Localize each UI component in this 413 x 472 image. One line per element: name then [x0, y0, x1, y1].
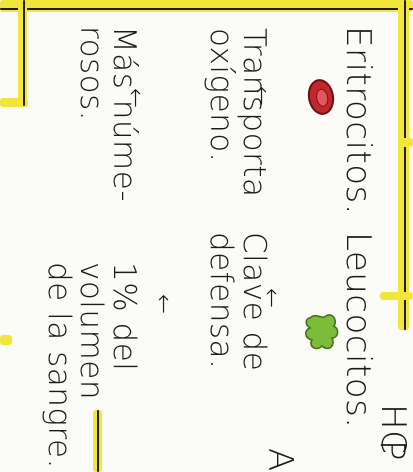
- erythrocyte-icon: [305, 77, 337, 117]
- frame-line-mid: [380, 292, 413, 300]
- erythrocytes-function: Transporta oxígeno.: [205, 28, 270, 197]
- leukocytes-volume: 1% del volumen de la sangre.: [42, 262, 140, 469]
- leukocyte-icon: [302, 312, 342, 354]
- edge-fragment-bottom-right: A: [260, 448, 300, 472]
- leukocytes-volume-line-2: volumen: [75, 262, 108, 469]
- frame-line-right-stub: [398, 138, 413, 147]
- leukocytes-heading: Leucocitos.: [338, 232, 378, 429]
- leukocytes-function: Clave de defensa.: [205, 232, 270, 371]
- leukocytes-volume-line-3: de la sangre.: [42, 262, 75, 469]
- erythrocytes-function-line-1: Transporta: [237, 28, 270, 197]
- leukocytes-heading-text: Leucocitos.: [338, 232, 378, 429]
- arrow-icon: ←: [150, 294, 178, 315]
- erythrocytes-heading-text: Eritrocitos.: [338, 26, 378, 215]
- leukocytes-function-line-1: Clave de: [237, 232, 270, 371]
- erythrocytes-function-line-2: oxígeno.: [205, 28, 238, 197]
- frame-ink-left-vertical: [23, 0, 25, 106]
- frame-line-left-lower: [0, 335, 12, 345]
- erythrocytes-count-line-1: Más núme-: [107, 26, 140, 202]
- leukocytes-volume-line-1: 1% del: [107, 262, 140, 469]
- frame-ink-top: [0, 8, 413, 10]
- frame-line-top: [0, 0, 413, 12]
- edge-fragment-mid-right: P: [372, 440, 412, 461]
- erythrocytes-heading: Eritrocitos.: [338, 26, 378, 215]
- frame-ink-right-vertical: [404, 0, 406, 330]
- leukocytes-function-line-2: defensa.: [205, 232, 238, 371]
- erythrocytes-count-line-2: rosos.: [75, 26, 108, 202]
- erythrocytes-count: Más núme- rosos.: [75, 26, 140, 202]
